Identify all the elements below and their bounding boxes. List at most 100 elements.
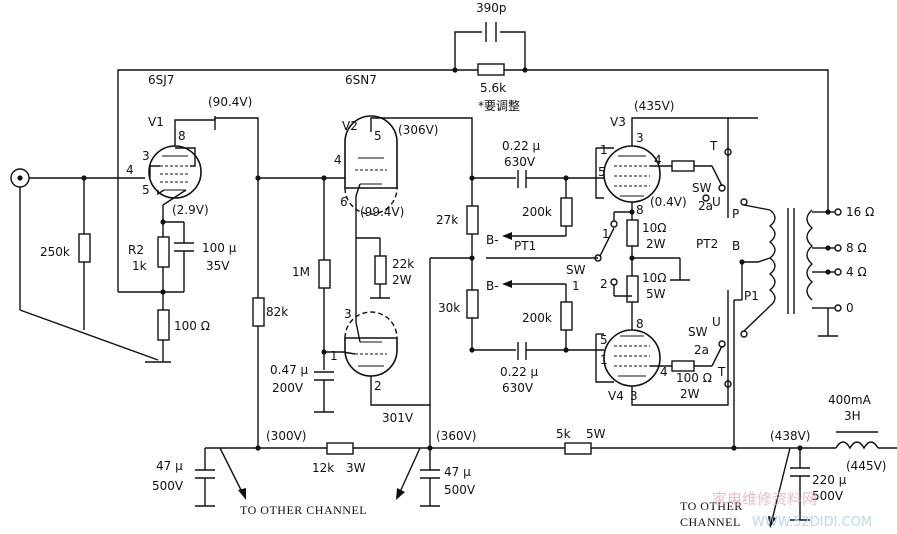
- resistor-r2: [157, 236, 170, 268]
- tube-v3: [595, 117, 729, 218]
- resistor-1m: [318, 259, 331, 289]
- label-10-ohm-5w: 10Ω: [642, 271, 666, 285]
- watermark-cn: 家电维修资料网: [712, 490, 817, 508]
- v1-label: V1: [148, 115, 164, 129]
- v3-cathode-voltage: (0.4V): [650, 195, 687, 209]
- v3-label: V3: [610, 115, 626, 129]
- v4-pin1: 1: [600, 353, 608, 367]
- output-terminal-16[interactable]: [834, 208, 842, 216]
- v2-pin3: 3: [344, 307, 352, 321]
- label-b: B: [732, 239, 740, 253]
- label-022u-bottom: 0.22 µ: [500, 365, 539, 379]
- label-022u-top: 0.22 µ: [502, 139, 541, 153]
- v1-plate-network: [252, 175, 345, 448]
- label-p: P: [732, 207, 739, 221]
- label-100-ohm-2w-w: 2W: [680, 387, 700, 401]
- switch-u-bottom: U: [712, 315, 721, 329]
- switch-sw1-contact[interactable]: [594, 254, 602, 262]
- label-to-other-right-1: TO OTHER: [680, 499, 743, 513]
- output-terminal-4[interactable]: [834, 268, 842, 276]
- label-100u-v: 35V: [206, 259, 230, 273]
- v1-type-label: 6SJ7: [148, 73, 174, 87]
- output-terminal-0[interactable]: [834, 304, 842, 312]
- label-27k: 27k: [436, 213, 458, 227]
- label-r2-value: 1k: [132, 259, 147, 273]
- v2-pin5: 5: [374, 129, 382, 143]
- label-12k-w: 3W: [346, 461, 366, 475]
- label-5k-w: 5W: [586, 427, 606, 441]
- switch-sw-mid: SW: [566, 263, 586, 277]
- label-100u: 100 µ: [202, 241, 237, 255]
- label-r2: R2: [128, 243, 144, 257]
- v1-pin3: 3: [142, 149, 150, 163]
- label-choke-current: 400mA: [828, 393, 872, 407]
- switch-t-bottom: T: [717, 365, 726, 379]
- switch-2a-top: 2a: [698, 199, 713, 213]
- v4-pin5: 5: [600, 333, 608, 347]
- v3-pin5: 5: [598, 165, 606, 179]
- switch-sw-bottom: SW: [688, 325, 708, 339]
- label-47u-mid-v: 500V: [444, 483, 476, 497]
- label-pt2: PT2: [696, 237, 718, 251]
- switch-1-top: 1: [602, 227, 610, 241]
- label-047u: 0.47 µ: [270, 363, 309, 377]
- resistor-200k-top: [560, 197, 573, 227]
- label-47u-mid: 47 µ: [444, 465, 471, 479]
- label-10-ohm-2w-w: 2W: [646, 237, 666, 251]
- label-b-minus-bottom: B-: [486, 279, 499, 293]
- v2-bottom-voltage: 301V: [382, 411, 414, 425]
- feedback-network: [117, 22, 829, 255]
- label-100-ohm: 100 Ω: [174, 319, 210, 333]
- resistor-250k: [78, 233, 91, 263]
- switch-sw-top: SW: [692, 181, 712, 195]
- v3-pin4: 4: [654, 153, 662, 167]
- label-to-other-right-2: CHANNEL: [680, 515, 741, 529]
- v1-pin4: 4: [126, 163, 134, 177]
- label-pt1: PT1: [514, 239, 536, 253]
- label-022u-top-v: 630V: [504, 155, 536, 169]
- switch-2-mid: 2: [600, 277, 608, 291]
- output-4-ohm-label: 4 Ω: [846, 265, 867, 279]
- tube-v2: [342, 115, 473, 406]
- output-transformer: [733, 204, 842, 448]
- label-250k: 250k: [40, 245, 70, 259]
- resistor-22k: [374, 255, 387, 285]
- label-adjust-note: *要调整: [478, 98, 520, 113]
- label-047u-v: 200V: [272, 381, 304, 395]
- output-8-ohm-label: 8 Ω: [846, 241, 867, 255]
- switch-u-top: U: [712, 195, 721, 209]
- label-1m: 1M: [292, 265, 310, 279]
- label-220u-v: 500V: [812, 489, 844, 503]
- label-p1: P1: [744, 289, 759, 303]
- v3-plate-voltage: (435V): [634, 99, 674, 113]
- label-10-ohm-2w: 10Ω: [642, 221, 666, 235]
- label-82k: 82k: [266, 305, 288, 319]
- v2-label: V2: [342, 119, 358, 133]
- switch-1-mid: 1: [572, 279, 580, 293]
- output-16-ohm-label: 16 Ω: [846, 205, 874, 219]
- v2-pin1: 1: [330, 349, 338, 363]
- label-12k: 12k: [312, 461, 334, 475]
- v1-cathode-voltage: (2.9V): [172, 203, 209, 217]
- v2-cathode-voltage: (99.4V): [360, 205, 404, 219]
- resistor-30k: [466, 289, 479, 319]
- rail-360v-label: (360V): [436, 429, 476, 443]
- v2-pin2: 2: [374, 379, 382, 393]
- switch-t-top: T: [709, 139, 718, 153]
- output-terminal-8[interactable]: [834, 244, 842, 252]
- power-rail: [195, 405, 897, 528]
- input-section: [10, 168, 171, 363]
- label-5-6k: 5.6k: [480, 81, 506, 95]
- label-10-ohm-5w-w: 5W: [646, 287, 666, 301]
- v3-pin1: 1: [600, 143, 608, 157]
- switch-2a-bottom: 2a: [694, 343, 709, 357]
- resistor-100-ohm-2w: [671, 360, 695, 372]
- v1-pin8: 8: [178, 129, 186, 143]
- label-390p: 390p: [476, 1, 507, 15]
- rail-445v-label: (445V): [846, 459, 886, 473]
- tube-v1: [148, 119, 215, 220]
- resistor-5k: [564, 442, 592, 455]
- v4-pin8: 8: [636, 317, 644, 331]
